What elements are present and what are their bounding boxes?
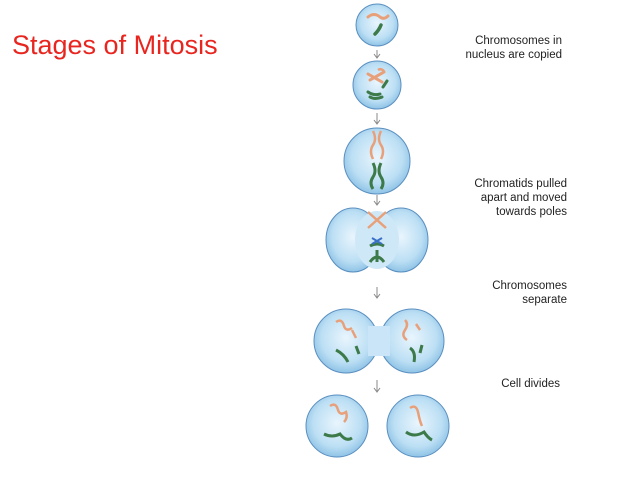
arrow-3: [373, 195, 381, 206]
stage-label-copied: Chromosomes in nucleus are copied: [465, 35, 562, 61]
arrow-5: [373, 380, 381, 393]
cell-stage-4: [325, 207, 429, 273]
arrow-1: [373, 50, 381, 59]
page-title: Stages of Mitosis: [12, 30, 218, 60]
stage-label-chromatids: Chromatids pulled apart and moved toward…: [474, 178, 567, 218]
cell-stage-2: [352, 60, 402, 110]
arrow-4: [373, 287, 381, 299]
stage-label-divides: Cell divides: [501, 378, 560, 390]
arrow-2: [373, 113, 381, 125]
stage-label-separate: Chromosomes separate: [492, 280, 567, 306]
cell-stage-6: [305, 394, 450, 458]
cell-stage-5: [313, 308, 445, 374]
cell-stage-3: [343, 127, 411, 195]
cell-stage-1: [355, 3, 399, 47]
